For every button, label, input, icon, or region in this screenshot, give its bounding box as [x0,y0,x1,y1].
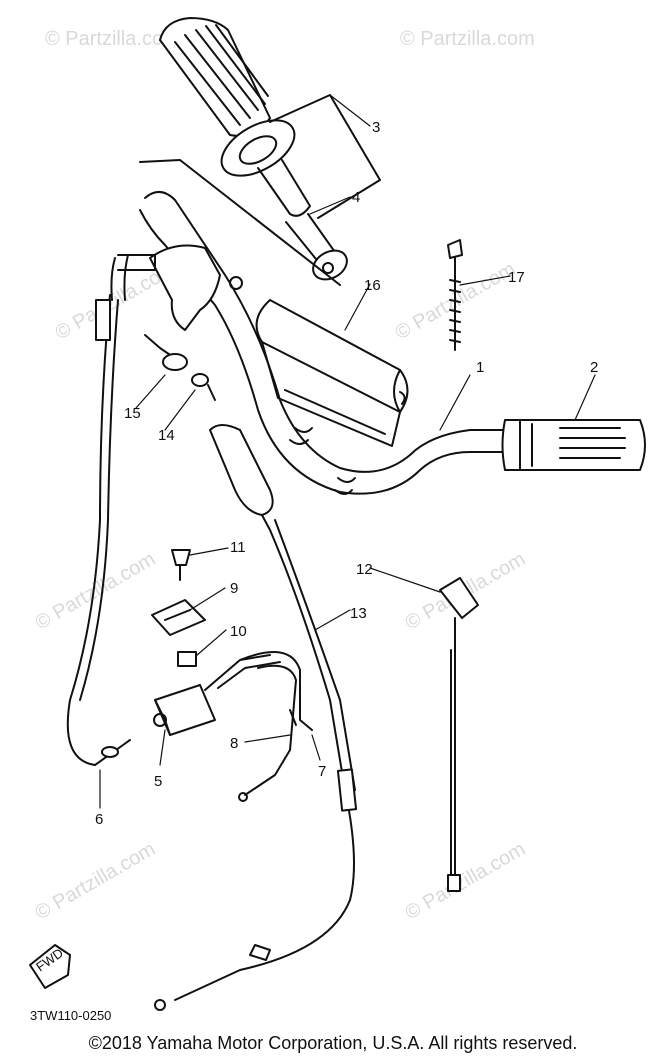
watermark: © Partzilla.com [32,548,160,634]
callout-1: 1 [476,359,484,376]
bracket-line [139,159,341,286]
watermark: © Partzilla.com [402,838,530,924]
stop-switch [144,334,216,401]
callout-labels: 1 2 3 4 5 6 7 8 9 10 11 12 13 14 15 16 1… [95,119,598,828]
part-11 [171,549,191,581]
right-grip [501,419,646,471]
callout-11: 11 [230,539,246,556]
part-10 [177,651,197,667]
watermark: © Partzilla.com [32,838,160,924]
callout-4: 4 [352,189,360,206]
throttle-pipe [285,213,348,281]
callout-13: 13 [350,605,367,622]
cable-6 [66,294,131,766]
throttle-cable [154,424,358,1011]
lever-clamp [110,244,243,331]
bolt-17 [447,239,463,351]
callout-3: 3 [372,119,380,136]
wire-harness [217,651,313,802]
forward-arrow: FWD [29,944,71,989]
callout-12: 12 [356,561,373,578]
callout-16: 16 [364,277,381,294]
callout-14: 14 [158,427,175,444]
callout-15: 15 [124,405,141,422]
bracket-line [269,94,381,219]
handlebar-pad [255,299,409,447]
callout-8: 8 [230,735,238,752]
watermark: © Partzilla.com [45,28,180,50]
callout-6: 6 [95,811,103,828]
callout-5: 5 [154,773,162,790]
throttle-grip [159,17,311,217]
callout-7: 7 [318,763,326,780]
lever-switch [439,577,479,892]
callout-9: 9 [230,580,238,597]
leader-lines [99,94,596,809]
copyright-notice: ©2018 Yamaha Motor Corporation, U.S.A. A… [88,1033,578,1053]
callout-10: 10 [230,623,247,640]
watermark: © Partzilla.com [400,28,535,50]
callout-17: 17 [508,269,525,286]
engine-switch [153,654,271,736]
callout-2: 2 [590,359,598,376]
diagram-code: 3TW110-0250 [30,1008,111,1023]
